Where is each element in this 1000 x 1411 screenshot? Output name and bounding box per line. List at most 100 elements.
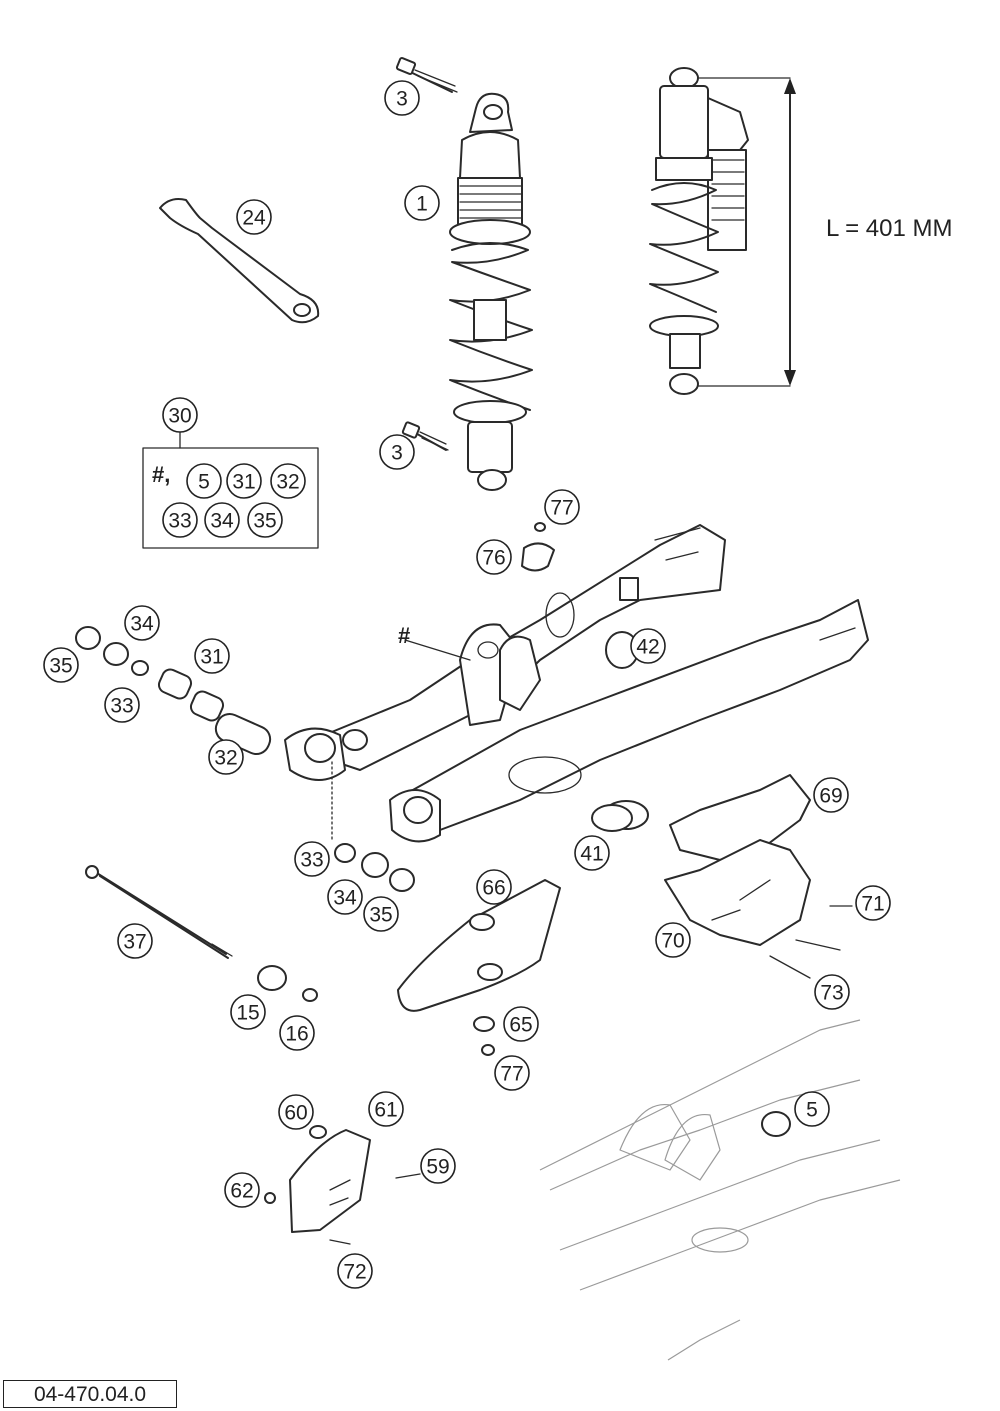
callout-number: 71: [861, 893, 884, 916]
callout-number: 31: [232, 471, 255, 494]
callout-35: 35: [247, 502, 283, 538]
callout-circle: [194, 638, 230, 674]
callout-number: 59: [426, 1156, 449, 1179]
callout-circle: [630, 628, 666, 664]
callout-24: 24: [236, 199, 272, 235]
callout-32: 32: [208, 739, 244, 775]
callout-70: 70: [655, 922, 691, 958]
callout-circle: [574, 835, 610, 871]
callout-number: 3: [396, 88, 408, 111]
callout-circle: [494, 1055, 530, 1091]
callout-number: 30: [168, 405, 191, 428]
callout-circle: [230, 994, 266, 1030]
callout-34: 34: [124, 605, 160, 641]
callout-number: 16: [285, 1023, 308, 1046]
callout-number: 60: [284, 1102, 307, 1125]
callout-number: 72: [343, 1261, 366, 1284]
callout-circle: [855, 885, 891, 921]
callout-number: 33: [300, 849, 323, 872]
callout-41: 41: [574, 835, 610, 871]
callout-number: 34: [333, 887, 357, 910]
callout-31: 31: [194, 638, 230, 674]
callout-number: 66: [482, 877, 505, 900]
callout-circle: [270, 463, 306, 499]
callout-33: 33: [104, 687, 140, 723]
callout-34: 34: [204, 502, 240, 538]
callout-number: 32: [214, 747, 237, 770]
callout-circle: [794, 1091, 830, 1127]
callout-number: 15: [236, 1002, 259, 1025]
callout-number: 31: [200, 646, 223, 669]
swingarm-reference-ghost: [539, 1019, 901, 1361]
callout-number: 24: [242, 207, 266, 230]
callout-number: 70: [661, 930, 684, 953]
callout-circle: [368, 1091, 404, 1127]
callout-3: 3: [379, 434, 415, 470]
callout-number: 34: [210, 510, 234, 533]
shock-absorber-drawing: [395, 57, 533, 491]
callout-number: 33: [110, 695, 133, 718]
callout-number: 35: [253, 510, 276, 533]
callout-71: 71: [855, 885, 891, 921]
hook-wrench-drawing: [159, 198, 320, 324]
callout-circle: [224, 1172, 260, 1208]
swingarm-drawing: #: [75, 524, 869, 892]
callout-number: 76: [482, 547, 505, 570]
callout-circle: [476, 539, 512, 575]
callout-15: 15: [230, 994, 266, 1030]
callout-circle: [814, 974, 850, 1010]
callout-circle: [327, 879, 363, 915]
callout-1: 1: [404, 185, 440, 221]
callout-34: 34: [327, 879, 363, 915]
callout-3: 3: [384, 80, 420, 116]
callout-32: 32: [270, 463, 306, 499]
callout-73: 73: [814, 974, 850, 1010]
callout-circle: [476, 869, 512, 905]
callout-circle: [162, 397, 198, 433]
callout-number: 5: [806, 1099, 818, 1122]
callout-77: 77: [494, 1055, 530, 1091]
callout-number: 35: [49, 655, 72, 678]
callout-circle: [236, 199, 272, 235]
axle-and-fasteners: [85, 522, 853, 1245]
callout-number: 3: [391, 442, 403, 465]
callout-circle: [43, 647, 79, 683]
callout-circle: [813, 777, 849, 813]
callout-72: 72: [337, 1253, 373, 1289]
callout-31: 31: [226, 463, 262, 499]
callout-circle: [363, 896, 399, 932]
callout-16: 16: [279, 1015, 315, 1051]
callout-circle: [186, 463, 222, 499]
callout-circle: [208, 739, 244, 775]
callout-60: 60: [278, 1094, 314, 1130]
callout-number: 5: [198, 471, 210, 494]
callout-33: 33: [162, 502, 198, 538]
callout-number: 34: [130, 613, 154, 636]
callout-circle: [278, 1094, 314, 1130]
callout-35: 35: [363, 896, 399, 932]
callout-circle: [204, 502, 240, 538]
callout-circle: [544, 489, 580, 525]
callout-number: 61: [374, 1099, 397, 1122]
callout-circle: [162, 502, 198, 538]
callout-circle: [655, 922, 691, 958]
callout-number: 37: [123, 931, 146, 954]
callout-59: 59: [420, 1148, 456, 1184]
kit-prefix: #,: [152, 462, 170, 487]
callout-circle: [124, 605, 160, 641]
callout-number: 77: [500, 1063, 523, 1086]
callout-number: 32: [276, 471, 299, 494]
callout-37: 37: [117, 923, 153, 959]
callout-number: 69: [819, 785, 842, 808]
dimension-label: L = 401 MM: [826, 215, 953, 242]
callout-30: 30: [162, 397, 198, 433]
callout-circle: [503, 1006, 539, 1042]
callout-5: 5: [794, 1091, 830, 1127]
callout-69: 69: [813, 777, 849, 813]
callout-number: 41: [580, 843, 603, 866]
callout-number: 35: [369, 904, 392, 927]
callout-66: 66: [476, 869, 512, 905]
callout-number: 77: [550, 497, 573, 520]
